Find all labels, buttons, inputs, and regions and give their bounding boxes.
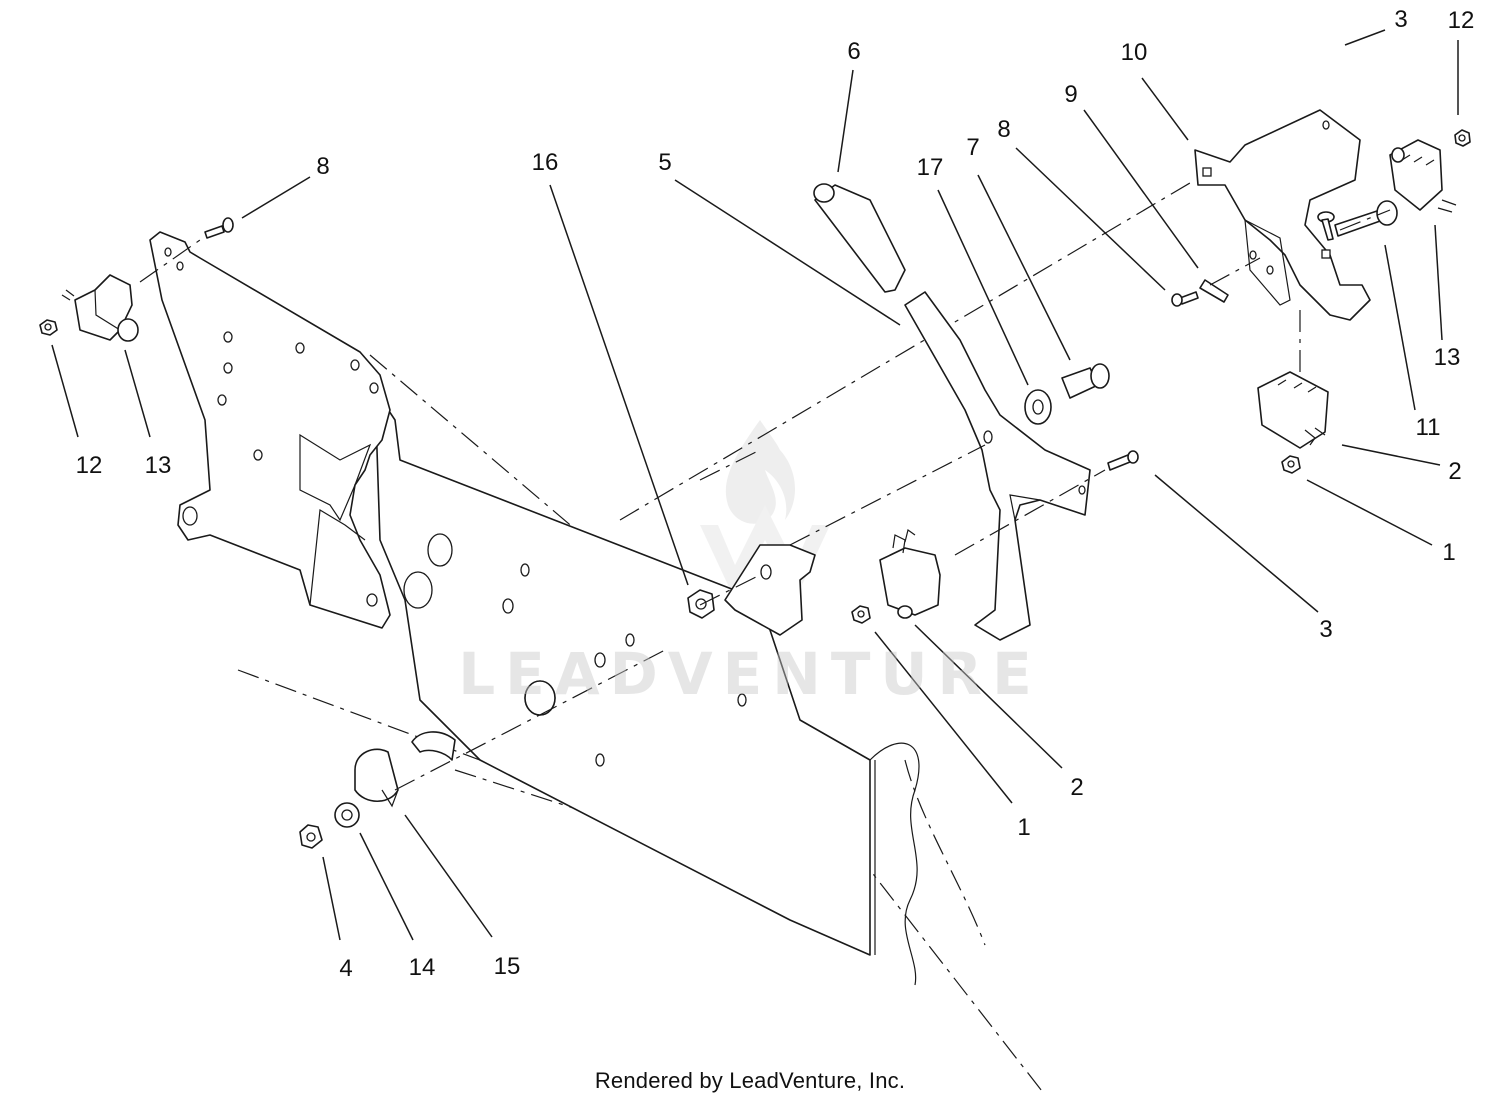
hex-nut-12-right (1454, 129, 1471, 147)
hex-nut-4 (299, 824, 323, 849)
callout-16: 16 (532, 149, 559, 176)
lower-right-safety-switch (1257, 371, 1329, 449)
left-safety-switch (61, 274, 139, 342)
assembly-centerlines (139, 209, 1391, 791)
callout-10: 10 (1121, 39, 1148, 66)
left-screw (204, 217, 234, 239)
handle-grip (813, 183, 906, 293)
flat-washer-14 (334, 802, 360, 828)
callout-5: 5 (658, 149, 671, 176)
shoulder-bolt-7 (1061, 363, 1110, 399)
pawl-bracket (724, 544, 816, 636)
pivot-bushing-15 (354, 748, 399, 808)
callout-12-left: 12 (76, 452, 103, 479)
render-credit: Rendered by LeadVenture, Inc. (594, 1068, 906, 1093)
left-mounting-bracket (149, 231, 391, 629)
spring-clip (411, 731, 456, 761)
callout-13-left: 13 (145, 452, 172, 479)
screw-3-upper (1317, 211, 1335, 241)
hex-nut-1-center (851, 605, 871, 624)
callout-17: 17 (917, 154, 944, 181)
callout-1-right: 1 (1442, 539, 1455, 566)
carriage-bolt-11 (1334, 200, 1398, 237)
callout-13-right: 13 (1434, 344, 1461, 371)
lever-arm (904, 291, 1091, 641)
right-safety-switch (1389, 139, 1457, 213)
screw-3-lower (1107, 450, 1139, 471)
callout-14: 14 (409, 954, 436, 981)
callout-7: 7 (966, 134, 979, 161)
callout-1-center: 1 (1017, 814, 1030, 841)
clevis-pin-9 (1199, 279, 1229, 303)
callout-6: 6 (847, 38, 860, 65)
callout-2-right: 2 (1448, 458, 1461, 485)
leader-lines (51, 29, 1459, 941)
callout-4: 4 (339, 955, 352, 982)
switch-bracket-10 (1194, 109, 1371, 321)
callout-labels: 3 12 10 6 9 8 7 17 5 16 8 12 13 13 11 2 … (76, 6, 1475, 982)
center-safety-switch (879, 528, 941, 619)
hex-nut-1-right (1281, 455, 1301, 474)
callout-15: 15 (494, 953, 521, 980)
callout-3-top: 3 (1394, 6, 1407, 33)
callout-2-center: 2 (1070, 774, 1083, 801)
callout-11: 11 (1416, 414, 1441, 441)
callout-8-left: 8 (316, 153, 329, 180)
callout-12-top: 12 (1448, 7, 1475, 34)
callout-9: 9 (1064, 81, 1077, 108)
callout-8-center: 8 (997, 116, 1010, 143)
washer-17 (1024, 389, 1052, 425)
screw-8-right (1171, 291, 1199, 307)
left-hex-nut (39, 319, 58, 336)
callout-3-right: 3 (1319, 616, 1332, 643)
